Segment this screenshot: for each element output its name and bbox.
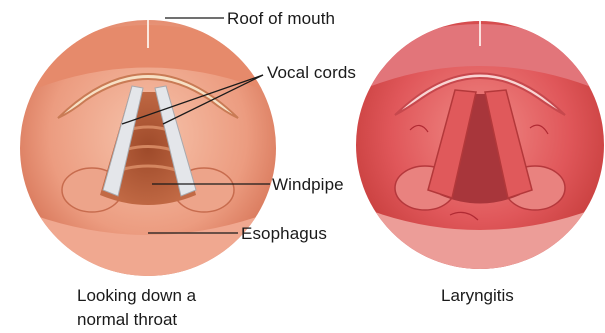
vocal-cords-label: Vocal cords (267, 63, 356, 83)
laryngitis-caption: Laryngitis (441, 283, 514, 309)
esophagus-label: Esophagus (241, 224, 327, 244)
normal-throat-caption-line2: normal throat (77, 307, 177, 333)
laryngitis-illustration (356, 18, 604, 285)
roof-of-mouth-label: Roof of mouth (227, 9, 335, 29)
normal-throat-illustration (20, 20, 276, 290)
windpipe-label: Windpipe (272, 175, 344, 195)
normal-throat-caption-line1: Looking down a (77, 283, 196, 309)
